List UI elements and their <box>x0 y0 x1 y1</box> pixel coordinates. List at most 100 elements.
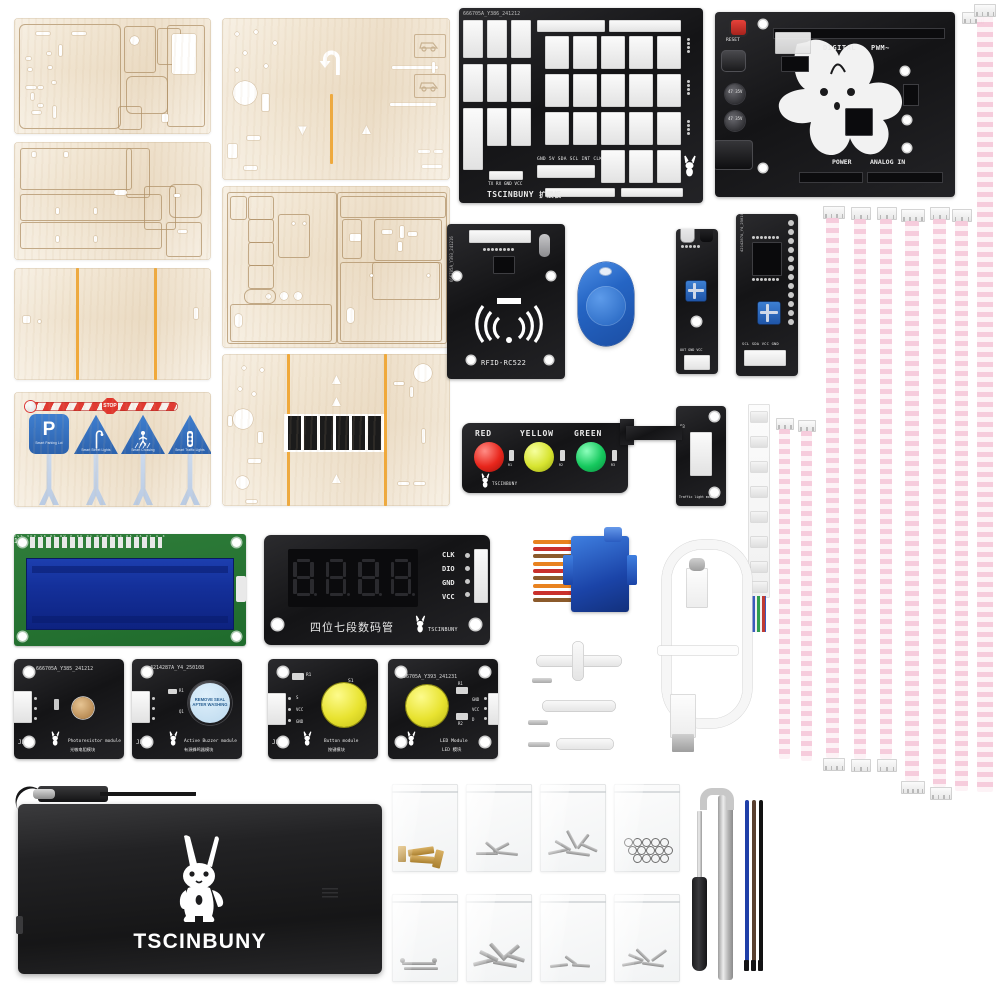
rfid-ic <box>493 256 515 274</box>
pedestrian-icon <box>134 431 151 449</box>
jst-connector-top-1 <box>823 206 845 219</box>
photoresistor-module[interactable]: 666705A_Y385_241212 JP Photoresistor mod… <box>14 659 124 759</box>
usb-a-tip <box>672 734 694 752</box>
traffic-green-label: GREEN <box>574 429 603 438</box>
led-component <box>406 685 448 727</box>
traffic-ref-r1: R1 <box>508 463 512 467</box>
sign-label-2: Smart Street Lights <box>81 448 111 452</box>
digital-header-top[interactable] <box>773 28 945 39</box>
lcd1602-module[interactable]: VSS VDD V0 RS RW E D0 D1 D2 D3 D4 D5 D6 … <box>14 534 246 646</box>
led-part-code: 666705A_Y393_241231 <box>400 674 458 680</box>
traffic-light-icon <box>187 431 193 447</box>
led-jst <box>488 693 498 725</box>
servo-horn-cross-vertical <box>572 641 584 681</box>
button-ref-r1: R1 <box>306 673 312 678</box>
seven-seg-pin-vcc: VCC <box>442 593 455 601</box>
jst-connector-top-4 <box>901 209 925 222</box>
photoresistor-footer-en: Photoresistor module <box>68 739 121 744</box>
power-header[interactable] <box>799 172 863 183</box>
bunny-logo-icon-seg <box>415 615 426 633</box>
ir-obstacle-sensor-module[interactable]: OUT GND VCC <box>676 229 718 374</box>
button-module[interactable]: R1 S1 S VCC GND JP Button module 按键模块 <box>268 659 378 759</box>
traffic-light-bridge <box>626 426 682 440</box>
ir-jst-connector <box>684 355 710 370</box>
servo-horn-short <box>556 738 614 750</box>
lcd1602-side-connector <box>236 576 246 602</box>
seven-segment-module[interactable]: CLK DIO GND VCC 四位七段数码管 TSCINBUNY <box>264 535 490 645</box>
seven-seg-brand: TSCINBUNY <box>428 627 458 633</box>
usb-a-connector <box>670 694 696 738</box>
rfid-rc522-module[interactable]: 666705A_Y393_241216 RFID-RC522 <box>447 224 565 379</box>
reset-button[interactable] <box>731 20 746 35</box>
led-module[interactable]: 666705A_Y393_241231 R1 R2 GND VCC D LED … <box>388 659 498 759</box>
battery-dc-cable <box>100 792 196 810</box>
rfid-antenna-icon <box>475 298 543 343</box>
i2c-jst-connector <box>744 350 786 366</box>
usb-c-port[interactable] <box>721 50 746 72</box>
analog-in-label: ANALOG IN <box>870 158 906 166</box>
crosswalk-stripes <box>284 414 384 452</box>
self-tapping-screws-pile <box>546 829 600 862</box>
bunny-logo-icon-photo <box>51 731 60 746</box>
active-buzzer-module[interactable]: 4214287A_Y4_250108 REMOVE SEAL AFTER WAS… <box>132 659 242 759</box>
power-label: POWER <box>832 158 852 166</box>
buzzer-part-code: 4214287A_Y4_250108 <box>150 665 205 671</box>
lane-arrow-down: ▼ <box>295 122 310 139</box>
button-jp-label: JP <box>272 739 280 746</box>
hardware-bag-medium-screws <box>466 894 532 982</box>
arduino-main-board[interactable]: RESET 47 35V 47 35V DIGITAL PWM~ POWER A… <box>715 12 955 197</box>
rfid-crystal <box>539 234 550 257</box>
traffic-connector-label: P3 <box>680 424 685 429</box>
led-strip-wires <box>752 596 766 632</box>
dc-barrel-jack[interactable] <box>715 140 753 170</box>
traffic-light-module[interactable]: RED YELLOW GREEN R1 R2 R3 TSCINBUNY <box>462 423 628 493</box>
seven-seg-digit-4 <box>390 559 415 597</box>
traffic-led-green <box>576 442 606 472</box>
servo-wire-bundle <box>533 538 577 610</box>
battery-brand-text: TSCINBUNY <box>133 930 267 953</box>
sign-smart-street-lights: Smart Street Lights <box>74 414 118 454</box>
expansion-bus-label: GND 5V SDA SCL INT CLK <box>537 157 603 162</box>
car-glyph-1 <box>419 42 439 52</box>
traffic-led-yellow <box>524 442 554 472</box>
ribbon-cable-2 <box>854 219 866 759</box>
servo-screw-2 <box>528 720 548 725</box>
capacitor-2 <box>725 111 745 131</box>
expansion-shield-board[interactable]: 666705A_Y386_241212 <box>459 8 703 203</box>
servo-screw-3 <box>528 742 550 747</box>
analog-header[interactable] <box>867 172 943 183</box>
jst-connector-bottom-5 <box>930 787 952 800</box>
hardware-bag-mixed-screws <box>614 894 680 982</box>
photoresistor-jst <box>14 691 32 723</box>
button-footer-en: Button module <box>324 739 359 744</box>
i2c-lcd-interface-module[interactable]: 4214287A_Y4_250108 SCL SDA VCC GND <box>736 214 798 376</box>
traffic-footer-text: Traffic light module <box>679 495 718 499</box>
led-pin-vcc: VCC <box>472 707 480 712</box>
sign-label-4: Smart Traffic Lights <box>175 448 205 452</box>
jst-connector-bottom-4 <box>901 781 925 794</box>
cap-label-1: 47 35V <box>728 89 743 94</box>
parking-icon: P <box>42 418 56 440</box>
car-icon-2 <box>414 74 446 98</box>
traffic-yellow-label: YELLOW <box>520 429 554 438</box>
sign-post-3 <box>133 447 153 505</box>
traffic-light-connector-pcb[interactable]: P3 Traffic light module <box>676 406 726 506</box>
battery-switch[interactable] <box>16 916 23 934</box>
jst-connector-top-2 <box>851 207 871 220</box>
icsp-header[interactable] <box>903 84 919 106</box>
button-pin-vcc: VCC <box>296 707 304 712</box>
expansion-uart-label: TX RX GND VCC <box>488 182 523 187</box>
hardware-bag-short-screws <box>466 784 532 872</box>
lcd1602-pin-header[interactable] <box>30 537 162 548</box>
wood-sheet-chassis-parts-2 <box>14 142 211 260</box>
sign-post-2 <box>86 447 106 505</box>
servo-screw-1 <box>532 678 552 683</box>
traffic-jst-connector <box>690 432 712 476</box>
crosswalk-arrow-up-1: ▲ <box>329 371 344 388</box>
bunny-logo-icon-led <box>407 731 416 746</box>
photoresistor-part-code: 666705A_Y385_241212 <box>36 666 94 672</box>
button-ref-s1: S1 <box>348 679 354 684</box>
push-button[interactable] <box>322 683 366 727</box>
bunny-logo-icon-button <box>303 731 312 746</box>
